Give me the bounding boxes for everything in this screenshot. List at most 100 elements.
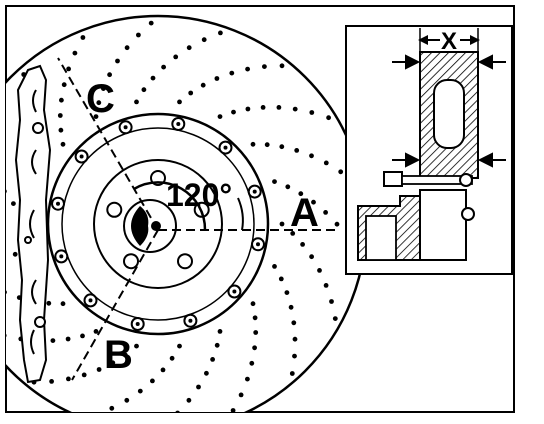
drill-hole (160, 367, 166, 373)
drill-hole (252, 315, 258, 321)
bolt-head-left (383, 171, 403, 187)
hub-inner-ring (61, 127, 255, 321)
drill-hole (278, 276, 284, 282)
flange-screw (461, 207, 475, 221)
drill-hole (284, 290, 290, 295)
hub-bolt-center (88, 298, 93, 303)
drill-hole (200, 82, 206, 88)
drill-hole (11, 201, 16, 207)
drill-hole (309, 153, 314, 159)
drill-hole (334, 221, 340, 227)
drill-hole (186, 45, 192, 51)
drill-hole (317, 268, 322, 273)
drill-hole (148, 20, 154, 26)
drill-hole (252, 345, 257, 351)
drill-hole (80, 35, 86, 40)
hub-bolt-center (223, 145, 228, 150)
drill-hole (109, 405, 115, 411)
drill-hole (245, 66, 251, 72)
hub-bolt-center (188, 318, 193, 323)
hub-bolt-ring (51, 117, 265, 331)
drill-hole (323, 160, 329, 166)
bolt-head-right (459, 173, 473, 187)
drill-hole (326, 115, 331, 121)
lug-hole (123, 253, 139, 270)
drill-hole (0, 243, 5, 248)
drill-hole (323, 210, 328, 215)
drill-hole (186, 397, 192, 403)
drill-hole (309, 254, 314, 260)
drill-hole (175, 410, 180, 412)
drill-hole (250, 141, 256, 147)
drill-hole (6, 189, 7, 194)
dimension-arrow-right (470, 35, 480, 45)
drill-hole (49, 379, 54, 384)
drill-hole (311, 199, 316, 205)
drill-hole (250, 301, 256, 307)
drill-hole (177, 99, 182, 105)
hub-bore (365, 215, 397, 261)
hub-bolt-center (56, 201, 60, 206)
drill-hole (338, 169, 344, 175)
drill-hole (188, 90, 194, 96)
drill-hole (204, 370, 209, 376)
drill-hole (253, 330, 259, 335)
angle-arc (133, 181, 207, 231)
drill-hole (61, 82, 67, 88)
label-b: B (104, 333, 133, 377)
drill-hole (229, 70, 235, 76)
drill-hole (81, 372, 87, 378)
drill-hole (309, 110, 315, 115)
drill-hole (279, 221, 285, 227)
drill-hole (66, 66, 71, 72)
measurement-arrows (392, 54, 506, 168)
drill-hole (60, 141, 66, 147)
drill-hole (201, 37, 207, 43)
drill-hole (329, 299, 334, 304)
label-x: X (441, 28, 457, 55)
drill-hole (173, 54, 179, 60)
drill-hole (57, 113, 63, 118)
hub-bolt-center (232, 289, 237, 294)
drill-hole (134, 99, 139, 105)
hub-center-shadow (131, 206, 149, 246)
drill-hole (230, 408, 236, 412)
lug-hole-ring (106, 170, 210, 270)
drill-hole (115, 58, 120, 64)
label-a: A (290, 191, 319, 235)
drill-hole (150, 378, 155, 384)
drill-hole (136, 32, 141, 38)
drill-hole (288, 304, 294, 310)
hub-flange-plate (419, 189, 467, 261)
drill-hole (294, 148, 300, 153)
drill-hole (150, 75, 156, 81)
drill-hole (124, 45, 130, 51)
line-to-c (57, 57, 159, 231)
drill-hole (217, 329, 223, 334)
drill-hole (177, 343, 182, 349)
drill-hole (72, 50, 78, 56)
drill-hole (196, 384, 201, 390)
drill-hole (60, 301, 66, 307)
drill-hole (12, 251, 18, 257)
lug-hole (106, 201, 123, 218)
drill-hole (210, 357, 216, 362)
drill-hole (260, 105, 266, 110)
drill-hole (264, 142, 270, 148)
drill-hole (323, 283, 329, 288)
drill-hole (292, 106, 298, 112)
drill-hole (93, 114, 99, 119)
line-to-b (71, 229, 159, 381)
drill-hole (137, 388, 143, 394)
drill-hole (93, 413, 98, 418)
drill-hole (141, 87, 147, 93)
drill-hole (245, 106, 251, 112)
hub-bolt-center (256, 242, 260, 247)
drill-hole (122, 352, 128, 358)
drill-hole (291, 320, 297, 326)
dimension-label-bg (440, 30, 460, 52)
hub-bolt-center (135, 322, 140, 326)
drill-hole (214, 342, 220, 348)
